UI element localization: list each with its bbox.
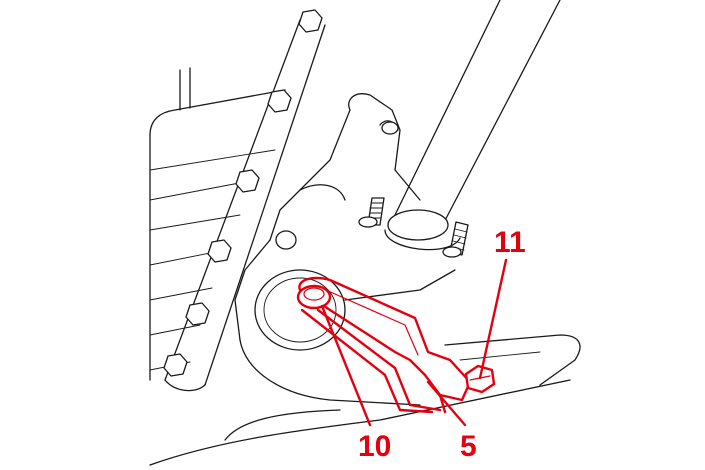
- knuckle-bracket: [234, 93, 421, 406]
- bolt-10-icon: [296, 284, 332, 310]
- strut-tube: [384, 0, 561, 251]
- transmission-housing: [149, 19, 326, 392]
- leader-lines: [320, 258, 508, 427]
- bolt-head-icon: [267, 89, 292, 113]
- lower-arm: [149, 334, 581, 466]
- callout-11: 11: [494, 226, 526, 259]
- special-tool: [298, 276, 472, 414]
- bolt-head-icon: [298, 9, 323, 33]
- bolt-head-icon: [235, 169, 260, 193]
- stud-right-icon: [442, 221, 469, 258]
- mounting-studs: [358, 197, 469, 258]
- callout-5: 5: [460, 430, 477, 463]
- callout-10: 10: [358, 430, 391, 463]
- bolt-head-icon: [163, 353, 188, 377]
- bolt-head-icon: [207, 239, 232, 263]
- stud-left-icon: [358, 197, 385, 228]
- flange-bolts: [163, 9, 323, 377]
- bolt-head-icon: [185, 302, 210, 326]
